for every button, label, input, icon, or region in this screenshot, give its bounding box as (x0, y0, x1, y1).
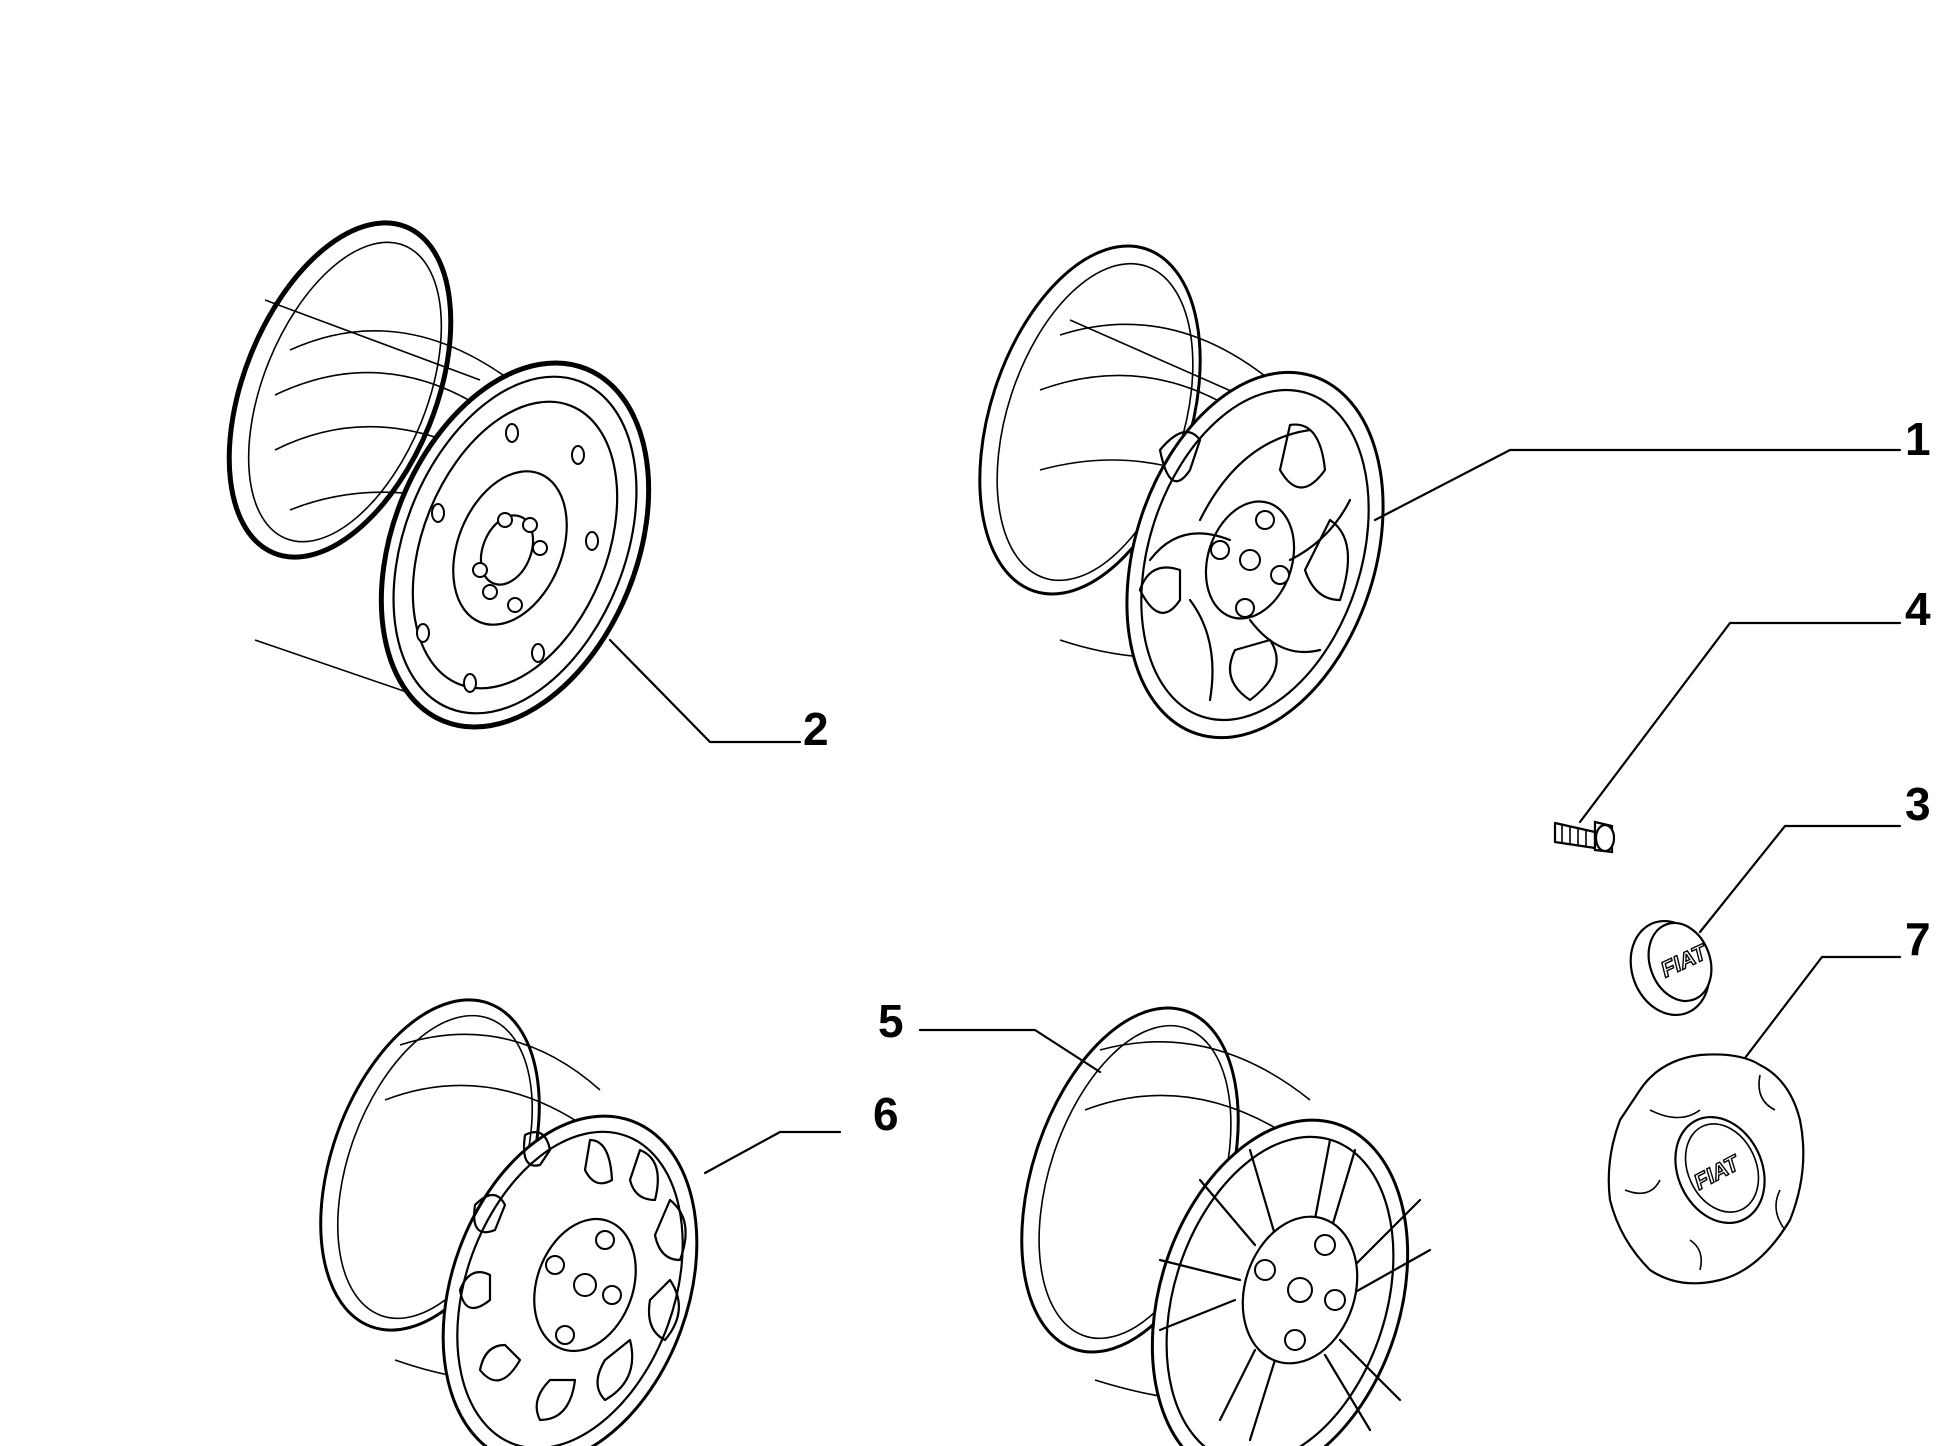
large-hub-cap: FIAT (1607, 1053, 1805, 1285)
alloy-wheel-ten-spoke (319, 998, 699, 1446)
callout-6: 6 (873, 1088, 899, 1140)
callout-5: 5 (878, 995, 904, 1047)
leader-7 (1743, 955, 1902, 1060)
leader-4 (1578, 621, 1902, 824)
leader-5 (918, 1028, 1102, 1074)
leader-3 (1698, 824, 1902, 934)
leader-2 (608, 638, 802, 744)
callout-2: 2 (803, 703, 829, 755)
leader-6 (703, 1130, 842, 1175)
callout-1: 1 (1905, 413, 1931, 465)
leader-lines (608, 448, 1902, 1175)
steel-wheel (226, 220, 652, 730)
leader-1 (1373, 448, 1902, 522)
callout-7: 7 (1905, 913, 1931, 965)
callout-3: 3 (1905, 778, 1931, 830)
wheel-bolt (1553, 820, 1616, 854)
alloy-wheel-five-spoke (978, 244, 1385, 740)
small-center-cap: FIAT (1629, 919, 1713, 1017)
alloy-wheel-double-spoke (1020, 1006, 1432, 1446)
callout-4: 4 (1905, 583, 1931, 635)
